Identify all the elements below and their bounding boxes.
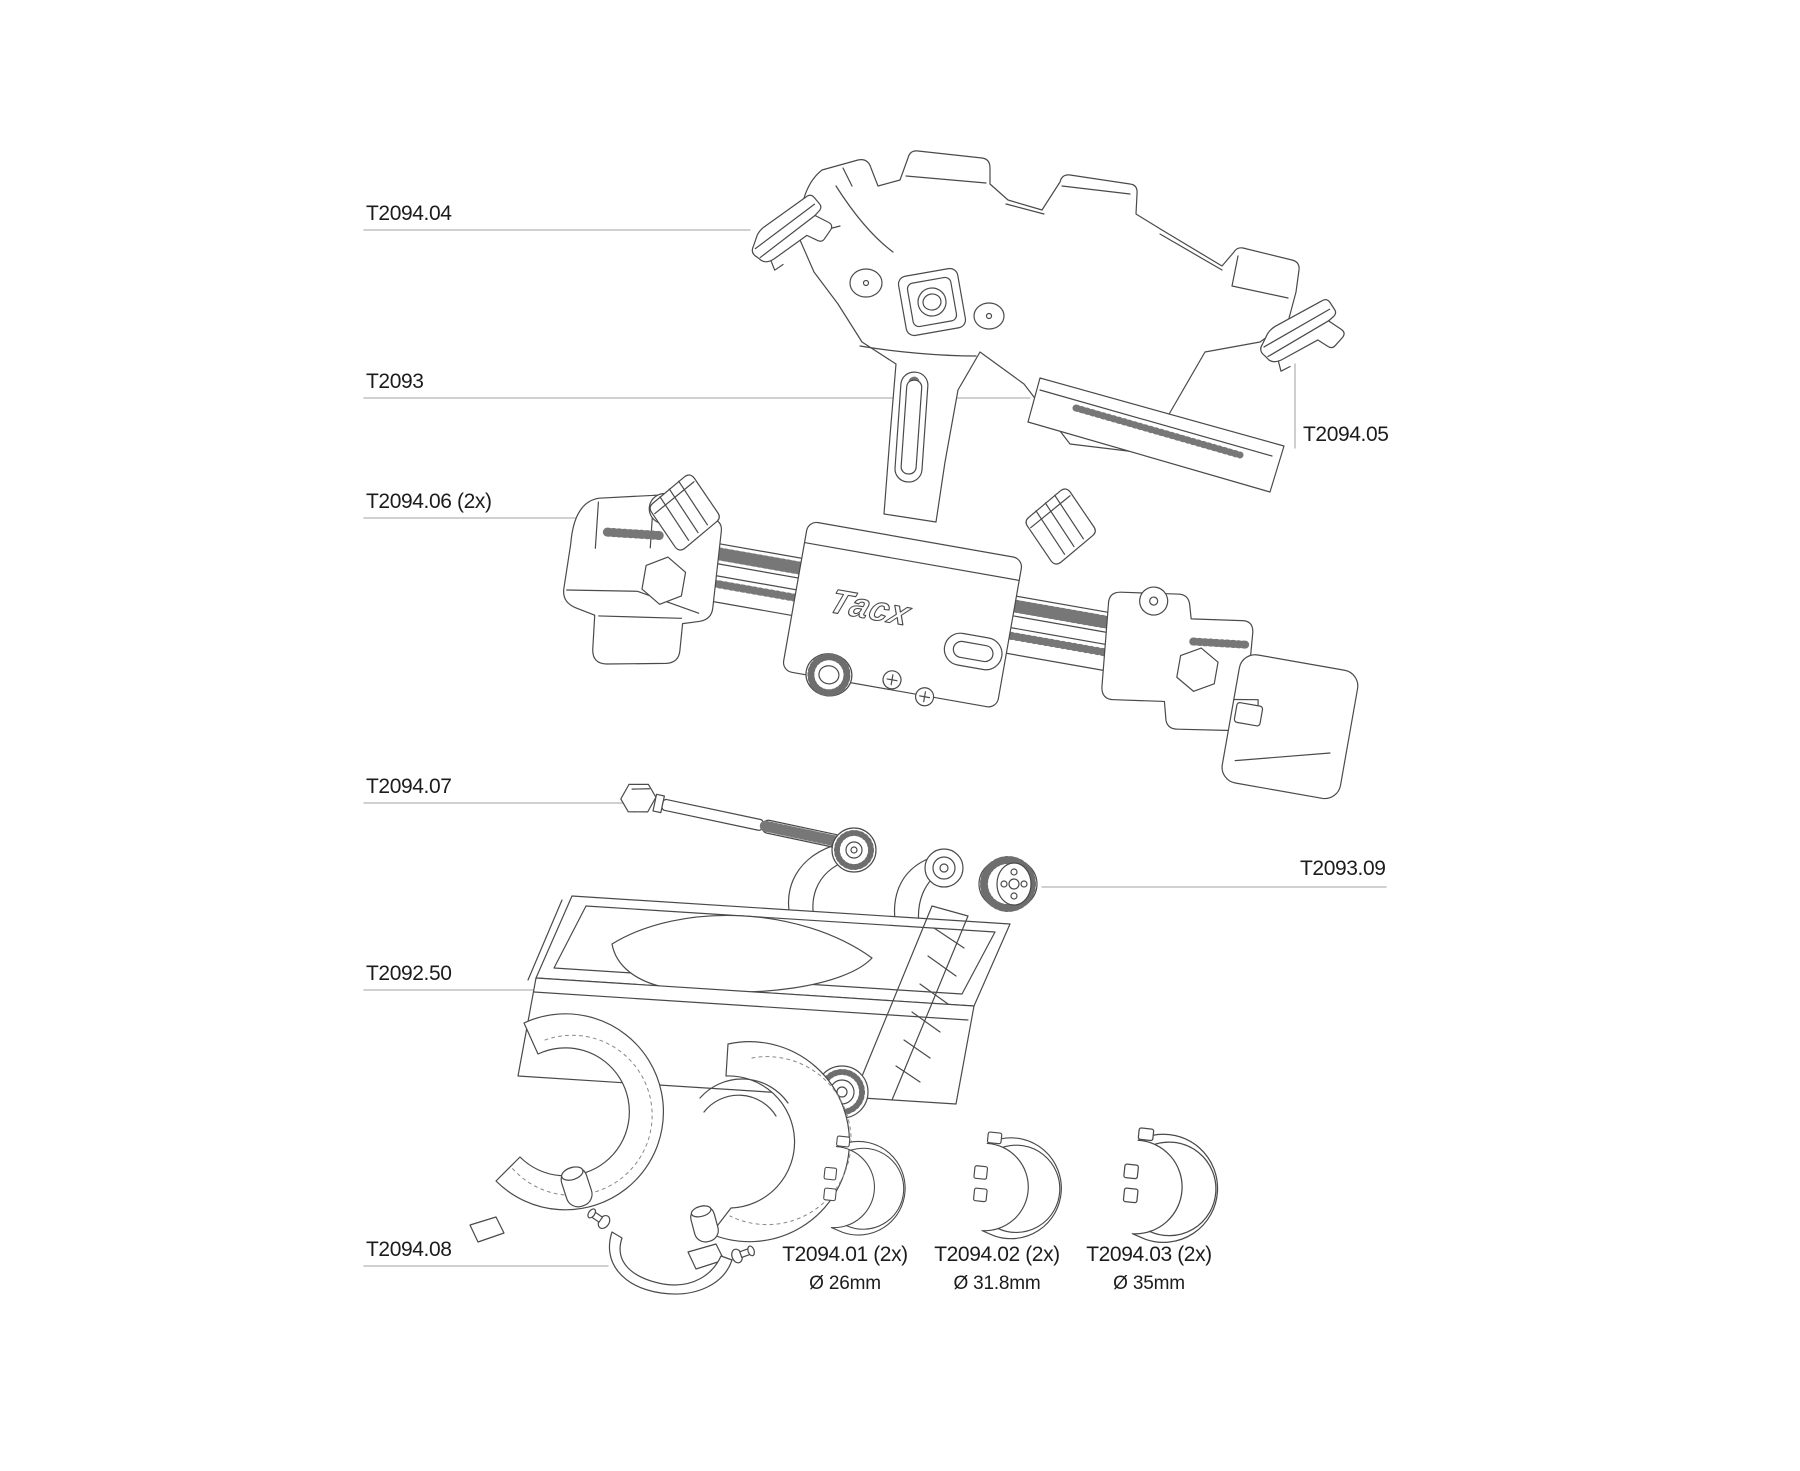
part-diameter: Ø 26mm — [809, 1273, 881, 1294]
callout-t2094-07: T2094.07 — [366, 775, 452, 798]
slider-right-jaw — [1101, 586, 1359, 800]
cradle-clamp-hooks — [469, 1013, 852, 1270]
part-bolt — [620, 783, 844, 848]
callout-t2092-50: T2092.50 — [366, 962, 452, 985]
slider-center-block: Tacx — [782, 521, 1023, 708]
part-clip-t2094-06-right — [1019, 484, 1102, 569]
callout-t2094-05: T2094.05 — [1303, 423, 1389, 446]
callout-t2094-06: T2094.06 (2x) — [366, 490, 492, 513]
part-number: T2094.02 (2x) — [934, 1243, 1060, 1266]
part-knob — [978, 856, 1038, 912]
callout-t2094-02: T2094.02 (2x) Ø 31.8mm — [912, 1243, 1082, 1295]
callout-t2094-03: T2094.03 (2x) Ø 35mm — [1064, 1243, 1234, 1295]
part-insert-35mm — [1116, 1126, 1224, 1249]
part-diameter: Ø 31.8mm — [953, 1273, 1041, 1294]
callout-t2094-01: T2094.01 (2x) Ø 26mm — [760, 1243, 930, 1295]
part-diameter: Ø 35mm — [1113, 1273, 1185, 1294]
part-strap — [587, 1208, 755, 1295]
part-main-bracket — [799, 150, 1300, 523]
callout-t2093: T2093 — [366, 370, 424, 393]
callout-t2094-08: T2094.08 — [366, 1238, 452, 1261]
part-number: T2094.03 (2x) — [1086, 1243, 1212, 1266]
part-slider-assembly: Tacx — [563, 493, 1359, 800]
part-cradle — [469, 827, 1011, 1270]
part-insert-31-8mm — [967, 1130, 1068, 1245]
part-number: T2094.01 (2x) — [782, 1243, 908, 1266]
callout-t2093-09: T2093.09 — [1300, 857, 1386, 880]
callout-t2094-04: T2094.04 — [366, 202, 452, 225]
cradle-truss — [857, 905, 969, 1101]
